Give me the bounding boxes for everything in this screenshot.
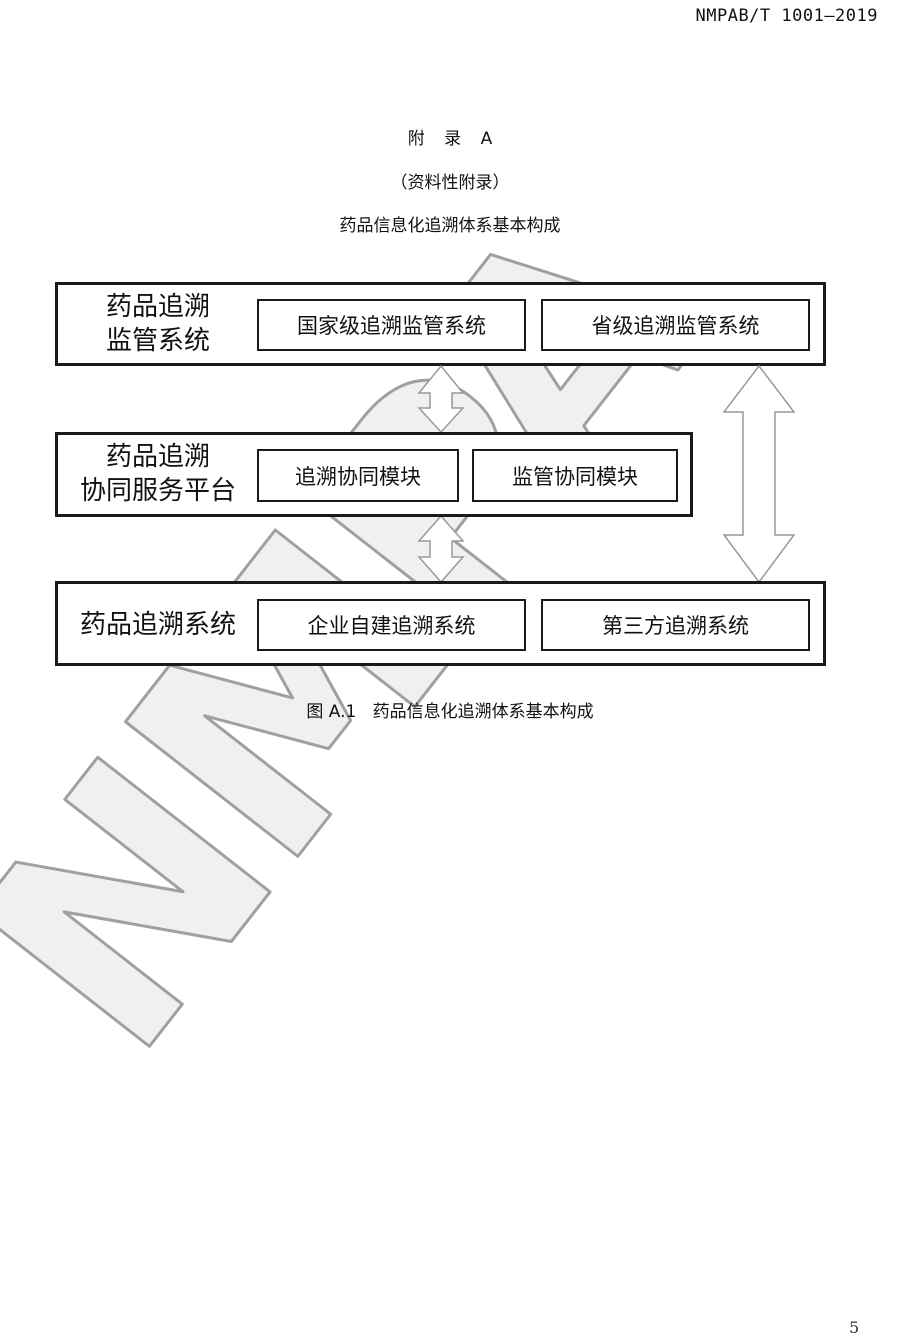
module-enterprise-traceability: 企业自建追溯系统 — [257, 599, 526, 651]
layer-label: 药品追溯 监管系统 — [58, 290, 258, 358]
page-number: 5 — [849, 1318, 860, 1337]
module-label: 国家级追溯监管系统 — [297, 314, 486, 338]
figure-caption: 图 A.1 药品信息化追溯体系基本构成 — [306, 702, 594, 722]
module-provincial-supervision: 省级追溯监管系统 — [541, 299, 810, 351]
module-traceability-collaboration: 追溯协同模块 — [257, 449, 459, 502]
layer-label-line: 药品追溯 — [105, 292, 210, 322]
layer-label: 药品追溯 协同服务平台 — [58, 440, 258, 508]
layer-label: 药品追溯系统 — [58, 608, 258, 642]
module-label: 追溯协同模块 — [295, 464, 421, 489]
bidirectional-arrow-icon — [417, 364, 465, 434]
layer-supervision-system: 药品追溯 监管系统 国家级追溯监管系统 省级追溯监管系统 — [55, 282, 826, 366]
module-label: 企业自建追溯系统 — [307, 614, 476, 638]
standard-code: NMPAB/T 1001—2019 — [695, 6, 878, 26]
module-label: 第三方追溯系统 — [602, 614, 749, 638]
layer-collaboration-platform: 药品追溯 协同服务平台 追溯协同模块 监管协同模块 — [55, 432, 693, 517]
module-national-supervision: 国家级追溯监管系统 — [257, 299, 526, 351]
bidirectional-arrow-icon — [417, 514, 465, 584]
layer-label-line: 协同服务平台 — [79, 476, 236, 506]
layer-label-line: 药品追溯系统 — [79, 610, 236, 640]
module-third-party-traceability: 第三方追溯系统 — [541, 599, 810, 651]
module-supervision-collaboration: 监管协同模块 — [472, 449, 678, 502]
bidirectional-arrow-icon — [722, 364, 796, 584]
layer-traceability-system: 药品追溯系统 企业自建追溯系统 第三方追溯系统 — [55, 581, 826, 666]
module-label: 监管协同模块 — [512, 464, 638, 489]
appendix-note: （资料性附录） — [390, 173, 510, 193]
layer-label-line: 药品追溯 — [105, 442, 210, 472]
module-label: 省级追溯监管系统 — [591, 314, 760, 338]
appendix-title: 药品信息化追溯体系基本构成 — [339, 216, 561, 236]
layer-label-line: 监管系统 — [105, 326, 210, 356]
appendix-label: 附 录 A — [407, 129, 493, 149]
